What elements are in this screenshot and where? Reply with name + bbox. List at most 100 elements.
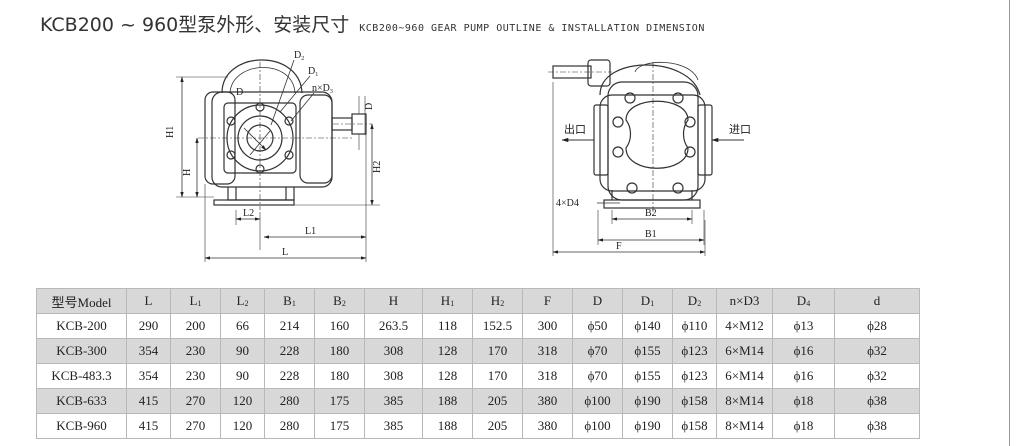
column-header: H2 [472, 288, 523, 314]
model-cell: KCB-483.3 [36, 363, 127, 389]
column-header: L1 [170, 288, 221, 314]
column-header: H [364, 288, 423, 314]
table-cell: ϕ155 [622, 338, 673, 364]
page-title: KCB200 ~ 960型泵外形、安装尺寸 KCB200~960 GEAR PU… [40, 10, 705, 37]
side-view [548, 59, 744, 256]
label-l: L [282, 247, 288, 258]
table-cell: 128 [422, 363, 473, 389]
table-cell: ϕ32 [834, 363, 920, 389]
label-h2: H2 [372, 161, 383, 173]
table-cell: 230 [170, 363, 221, 389]
label-l2: L2 [243, 208, 254, 219]
table-cell: ϕ28 [834, 313, 920, 339]
label-d2: D2 [294, 50, 304, 62]
table-cell: 280 [264, 388, 315, 414]
side-view-labels: 出口 进口 4×D4 B2 B1 F [556, 122, 751, 252]
table-cell: 175 [314, 388, 365, 414]
column-header-subscript: 1 [197, 299, 202, 308]
column-header-subscript: 1 [291, 299, 296, 308]
table-cell: 175 [314, 413, 365, 439]
column-header-label: D [592, 293, 603, 308]
table-cell: ϕ140 [622, 313, 673, 339]
column-header: F [522, 288, 573, 314]
front-view [176, 59, 380, 262]
column-header: L2 [220, 288, 265, 314]
table-cell: 152.5 [472, 313, 523, 339]
table-cell: 180 [314, 363, 365, 389]
column-header-label: B [333, 293, 342, 308]
table-cell: 228 [264, 338, 315, 364]
column-header: D1 [622, 288, 673, 314]
table-cell: 270 [170, 388, 221, 414]
table-cell: 415 [126, 413, 171, 439]
column-header: D4 [772, 288, 835, 314]
column-header-subscript: 1 [650, 299, 655, 308]
table-cell: ϕ70 [572, 363, 623, 389]
column-header-subscript: 1 [450, 299, 455, 308]
column-header-label: H [388, 293, 399, 308]
table-cell: 380 [522, 388, 573, 414]
table-cell: 415 [126, 388, 171, 414]
column-header: n×D3 [716, 288, 773, 314]
table-cell: 90 [220, 363, 265, 389]
label-d1: D1 [308, 66, 318, 78]
table-cell: 270 [170, 413, 221, 439]
table-cell: 228 [264, 363, 315, 389]
table-cell: 380 [522, 413, 573, 439]
column-header-label: B [283, 293, 292, 308]
column-header-label: 型号Model [51, 294, 112, 310]
column-header-label: H [440, 293, 451, 308]
label-nd3: n×D3 [312, 83, 333, 95]
label-b1: B1 [645, 229, 657, 240]
label-l1: L1 [305, 226, 316, 237]
table-cell: 170 [472, 338, 523, 364]
table-cell: 354 [126, 363, 171, 389]
table-cell: 8×M14 [716, 388, 773, 414]
column-header-subscript: 2 [500, 299, 505, 308]
column-header-label: L [236, 293, 245, 308]
column-header-label: d [873, 293, 881, 308]
column-header-label: L [144, 293, 153, 308]
table-cell: 66 [220, 313, 265, 339]
column-header: 型号Model [36, 288, 127, 314]
table-cell: ϕ190 [622, 388, 673, 414]
table-cell: ϕ158 [672, 413, 717, 439]
column-header-label: H [490, 293, 501, 308]
column-header: B1 [264, 288, 315, 314]
table-cell: ϕ100 [572, 413, 623, 439]
table-cell: 385 [364, 413, 423, 439]
page-edge-divider [1009, 0, 1010, 446]
column-header-label: D [640, 293, 651, 308]
label-d: D [236, 87, 243, 98]
table-cell: ϕ70 [572, 338, 623, 364]
table-cell: ϕ123 [672, 338, 717, 364]
table-cell: 188 [422, 413, 473, 439]
model-cell: KCB-200 [36, 313, 127, 339]
table-cell: 4×M12 [716, 313, 773, 339]
table-cell: ϕ16 [772, 363, 835, 389]
table-cell: 6×M14 [716, 338, 773, 364]
model-cell: KCB-300 [36, 338, 127, 364]
table-cell: 318 [522, 363, 573, 389]
column-header: d [834, 288, 920, 314]
table-cell: 128 [422, 338, 473, 364]
table-cell: ϕ18 [772, 413, 835, 439]
table-cell: 290 [126, 313, 171, 339]
table-cell: ϕ18 [772, 388, 835, 414]
table-cell: 300 [522, 313, 573, 339]
table-cell: 120 [220, 388, 265, 414]
table-cell: 205 [472, 388, 523, 414]
label-h1: H1 [165, 126, 176, 138]
table-cell: 308 [364, 363, 423, 389]
column-header-subscript: 4 [806, 299, 811, 308]
table-cell: 205 [472, 413, 523, 439]
table-cell: ϕ123 [672, 363, 717, 389]
title-main: KCB200 ~ 960型泵外形、安装尺寸 [40, 14, 350, 36]
column-header-label: n×D3 [729, 293, 760, 308]
label-f: F [616, 241, 622, 252]
table-cell: 8×M14 [716, 413, 773, 439]
